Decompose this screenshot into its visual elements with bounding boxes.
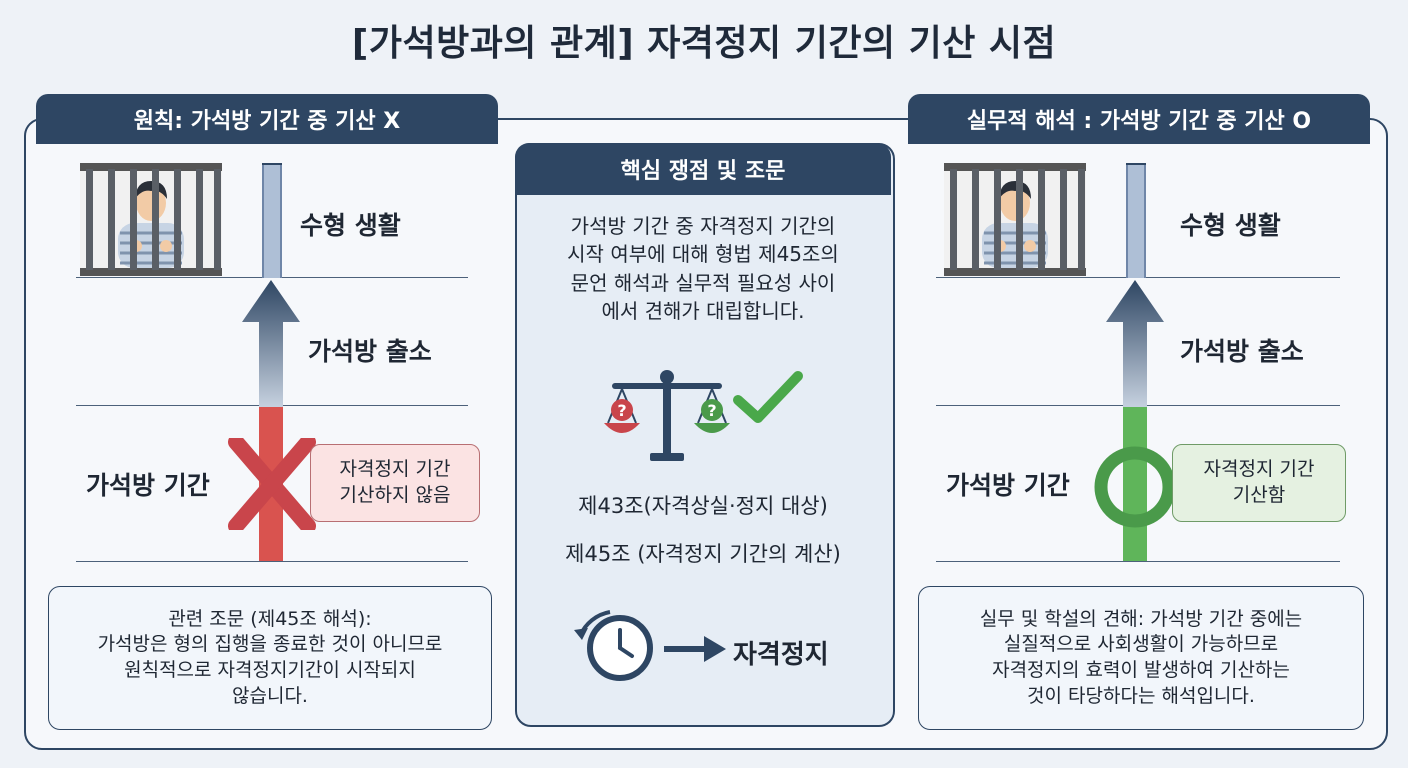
left-note-box: 관련 조문 (제45조 해석): 가석방은 형의 집행을 종료한 것이 아니므로… xyxy=(48,586,492,730)
parole-period-bar xyxy=(1123,407,1147,561)
right-section-header: 실무적 해석 : 가석방 기간 중 기산 O xyxy=(908,94,1370,144)
result-label: 자격정지 xyxy=(733,640,829,670)
desc-line: 문언 해석과 실무적 필요성 사이 xyxy=(570,270,836,295)
label-parole-release: 가석방 출소 xyxy=(308,337,432,366)
desc-line: 에서 견해가 대립합니다. xyxy=(601,299,805,324)
status-line: 자격정지 기간 xyxy=(1203,458,1315,481)
clock-icon xyxy=(574,610,653,681)
note-title: 관련 조문 (제45조 해석): xyxy=(168,607,372,630)
label-prison-life: 수형 생활 xyxy=(1180,211,1281,240)
note-line: 자격정지의 효력이 발생하여 기산하는 xyxy=(992,659,1290,681)
timeline-divider xyxy=(76,561,468,562)
desc-line: 시작 여부에 대해 형법 제45조의 xyxy=(567,242,839,267)
svg-text:?: ? xyxy=(617,401,626,420)
note-line: 실질적으로 사회생활이 가능하므로 xyxy=(1003,633,1279,656)
status-line: 자격정지 기간 xyxy=(339,458,451,481)
timeline-divider xyxy=(936,561,1340,562)
page-title: [가석방과의 관계] 자격정지 기간의 기산 시점 xyxy=(351,23,1057,64)
right-arrow-icon xyxy=(664,636,726,662)
label-prison-life: 수형 생활 xyxy=(300,211,401,240)
o-mark-icon xyxy=(1094,446,1176,528)
label-parole-period: 가석방 기간 xyxy=(86,471,210,500)
svg-text:?: ? xyxy=(707,401,716,420)
label-parole-release: 가석방 출소 xyxy=(1180,337,1304,366)
prison-bars-icon xyxy=(944,163,1086,276)
center-section-header: 핵심 쟁점 및 조문 xyxy=(515,143,891,195)
timeline-cap xyxy=(1126,163,1146,165)
up-arrow-icon xyxy=(1106,280,1164,408)
status-box-not-counted: 자격정지 기간 기산하지 않음 xyxy=(310,444,480,522)
timeline-cap xyxy=(262,163,282,165)
note-line: 실무 및 학설의 견해: 가석방 기간 중에는 xyxy=(979,607,1303,630)
desc-line: 가석방 기간 중 자격정지 기간의 xyxy=(570,214,836,238)
issue-description: 가석방 기간 중 자격정지 기간의 시작 여부에 대해 형법 제45조의 문언 … xyxy=(520,212,886,326)
note-line: 것이 타당하다는 해석입니다. xyxy=(1027,684,1255,707)
timeline-bar xyxy=(262,163,282,278)
note-line: 가석방은 형의 집행을 종료한 것이 아니므로 xyxy=(97,633,443,656)
note-line: 않습니다. xyxy=(232,684,308,707)
article-43: 제43조(자격상실·정지 대상) xyxy=(578,494,828,518)
timeline-bar xyxy=(1126,163,1146,278)
status-box-counted: 자격정지 기간 기산함 xyxy=(1172,444,1346,522)
article-45: 제45조 (자격정지 기간의 계산) xyxy=(565,542,841,566)
right-note-box: 실무 및 학설의 견해: 가석방 기간 중에는 실질적으로 사회생활이 가능하므… xyxy=(918,586,1364,730)
note-line: 원칙적으로 자격정지기간이 시작되지 xyxy=(124,659,416,681)
checkmark-icon xyxy=(733,371,803,423)
status-line: 기산함 xyxy=(1232,484,1286,506)
status-line: 기산하지 않음 xyxy=(339,484,451,506)
prison-bars-icon xyxy=(80,163,222,276)
left-section-header: 원칙: 가석방 기간 중 기산 X xyxy=(36,94,498,144)
scales-icon: ? ? xyxy=(604,370,730,461)
label-parole-period: 가석방 기간 xyxy=(946,471,1070,500)
up-arrow-icon xyxy=(242,280,300,408)
x-mark-icon xyxy=(228,438,316,530)
